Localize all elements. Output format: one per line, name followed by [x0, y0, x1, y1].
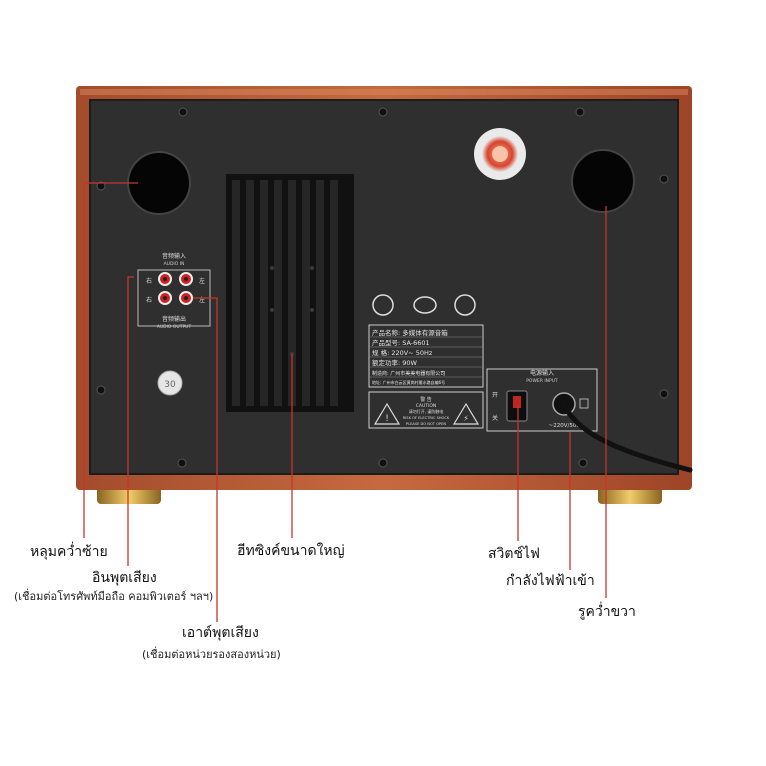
- round-sticker-text: 30: [164, 380, 176, 390]
- svg-text:!: !: [385, 414, 389, 424]
- nameplate-model: 产品型号: SA-6601: [372, 338, 430, 347]
- audio-in-sub: AUDIO IN: [164, 261, 185, 267]
- cert-icons: [372, 294, 476, 316]
- right-port-label: รูคว่ำขวา: [578, 604, 636, 620]
- heatsink: [226, 174, 354, 412]
- leader-lines: [83, 182, 607, 622]
- right-in-label: 右: [146, 277, 152, 285]
- round-sticker: [157, 370, 183, 396]
- svg-text:⚡: ⚡: [463, 414, 469, 423]
- audio-output-note: (เชื่อมต่อหน่วยรองสองหน่วย): [142, 648, 281, 661]
- caution-line3: PLEASE DO NOT OPEN: [406, 422, 446, 426]
- power-input-label: กำลังไฟฟ้าเข้า: [506, 573, 595, 589]
- caution-line2: RISK OF ELECTRIC SHOCK: [403, 416, 450, 420]
- switch-off-label: 关: [492, 414, 498, 422]
- switch-on-label: 开: [492, 392, 498, 399]
- nameplate: 产品名称: 多媒体有源音箱 产品型号: SA-6601 规 格: 220V~ 5…: [368, 324, 484, 388]
- audio-output-label: เอาต์พุตเสียง: [182, 625, 259, 641]
- nameplate-address: 地址: 广州市白云区黄岗村雅水路自编6号: [372, 379, 445, 385]
- voltage-label: ~220V/50Hz: [549, 423, 584, 429]
- audio-io-panel: 音频输入 AUDIO IN 音频输出 AUDIO OUTPUT 右 左 右 左: [137, 252, 211, 330]
- right-foot: [598, 486, 662, 504]
- audio-in-title: 音频输入: [162, 252, 186, 260]
- caution-title-cn: 警 告: [420, 396, 432, 403]
- nameplate-power: 额定功率: 90W: [372, 358, 418, 367]
- left-port-label: หลุมคว่ำซ้าย: [30, 544, 108, 560]
- heatsink-label: ฮีทซิงค์ขนาดใหญ่: [237, 543, 345, 559]
- power-box-sub: POWER INPUT: [526, 378, 558, 384]
- screws: [96, 107, 669, 468]
- nameplate-name: 产品名称: 多媒体有源音箱: [372, 328, 448, 337]
- certification-seal: [474, 128, 526, 180]
- audio-input-label: อินพุตเสียง: [92, 570, 157, 586]
- right-out-label: 右: [146, 296, 152, 304]
- right-bass-port: [571, 149, 635, 213]
- audio-out-title: 音频输出: [162, 315, 186, 323]
- caution-title-en: CAUTION: [416, 403, 437, 409]
- power-switch-label: สวิตช์ไฟ: [488, 546, 540, 562]
- audio-input-note: (เชื่อมต่อโทรศัพท์มือถือ คอมพิวเตอร์ ฯลฯ…: [14, 590, 214, 603]
- caution-label: ! ⚡ 警 告 CAUTION 请勿打开, 谨防触电 RISK OF ELECT…: [368, 391, 484, 429]
- power-cord: [561, 401, 693, 473]
- left-foot: [97, 486, 161, 504]
- nameplate-spec: 规 格: 220V~ 50Hz: [372, 348, 433, 357]
- power-box-title: 电源输入: [530, 369, 554, 377]
- nameplate-maker: 制造商: 广州市美美电器有限公司: [372, 370, 445, 377]
- left-in-label: 左: [199, 277, 205, 285]
- left-out-label: 左: [199, 296, 205, 304]
- audio-out-sub: AUDIO OUTPUT: [157, 324, 192, 330]
- caution-line1: 请勿打开, 谨防触电: [409, 408, 444, 414]
